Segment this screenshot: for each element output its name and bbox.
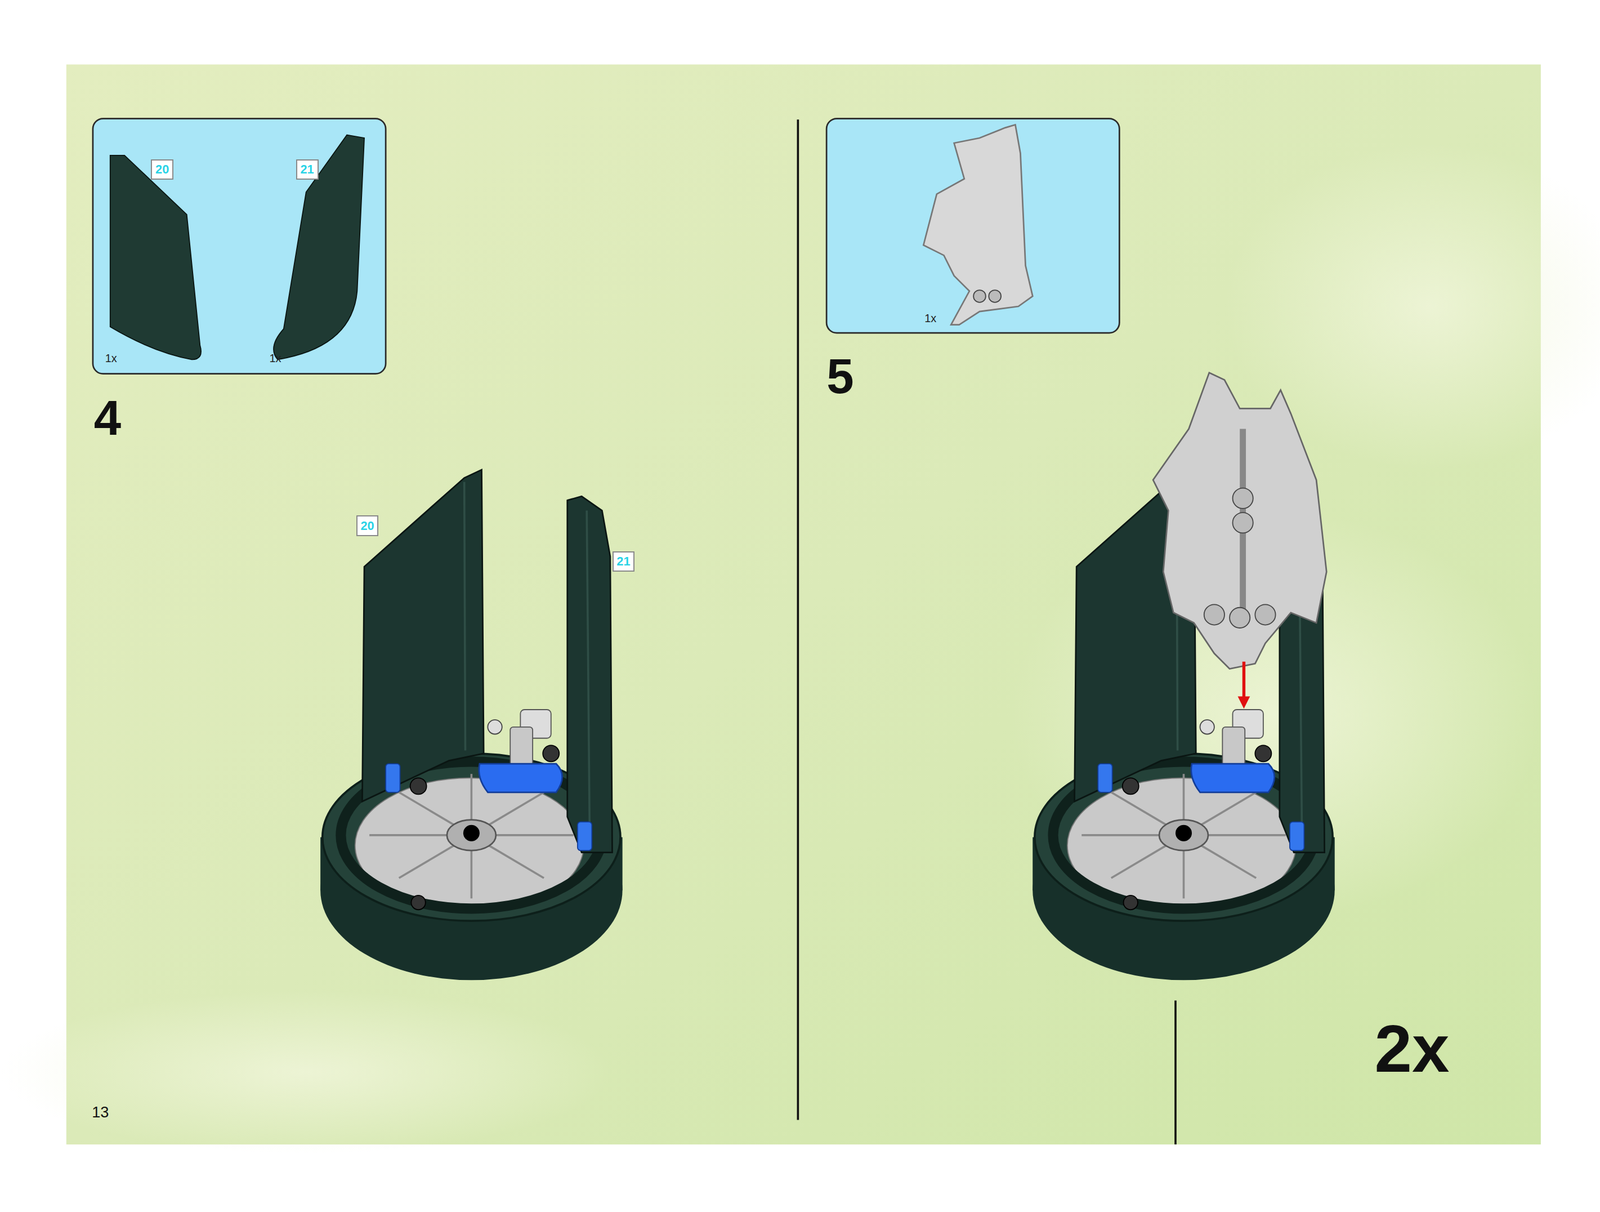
page-number: 13 <box>91 1104 109 1120</box>
repeat-count: 2x <box>1374 1014 1450 1083</box>
step-number: 5 <box>826 351 854 401</box>
callout-number: 21 <box>612 551 636 572</box>
quantity-text: 1x <box>269 352 282 365</box>
quantity-text: 1x <box>924 313 937 325</box>
callout-number-text: 20 <box>360 519 374 533</box>
callout-number-text: 20 <box>155 163 169 176</box>
step-number: 4 <box>94 392 122 442</box>
callout-number-text: 21 <box>300 163 314 176</box>
quantity-text: 1x <box>105 352 118 365</box>
callout-number: 20 <box>150 159 174 180</box>
callout-number-text: 21 <box>616 555 630 568</box>
callout-number: 21 <box>296 159 319 180</box>
callout-number: 20 <box>356 515 379 536</box>
parts-list-box: 1x 1x 20 21 <box>92 118 386 374</box>
parts-list-box: 1x <box>826 118 1120 333</box>
